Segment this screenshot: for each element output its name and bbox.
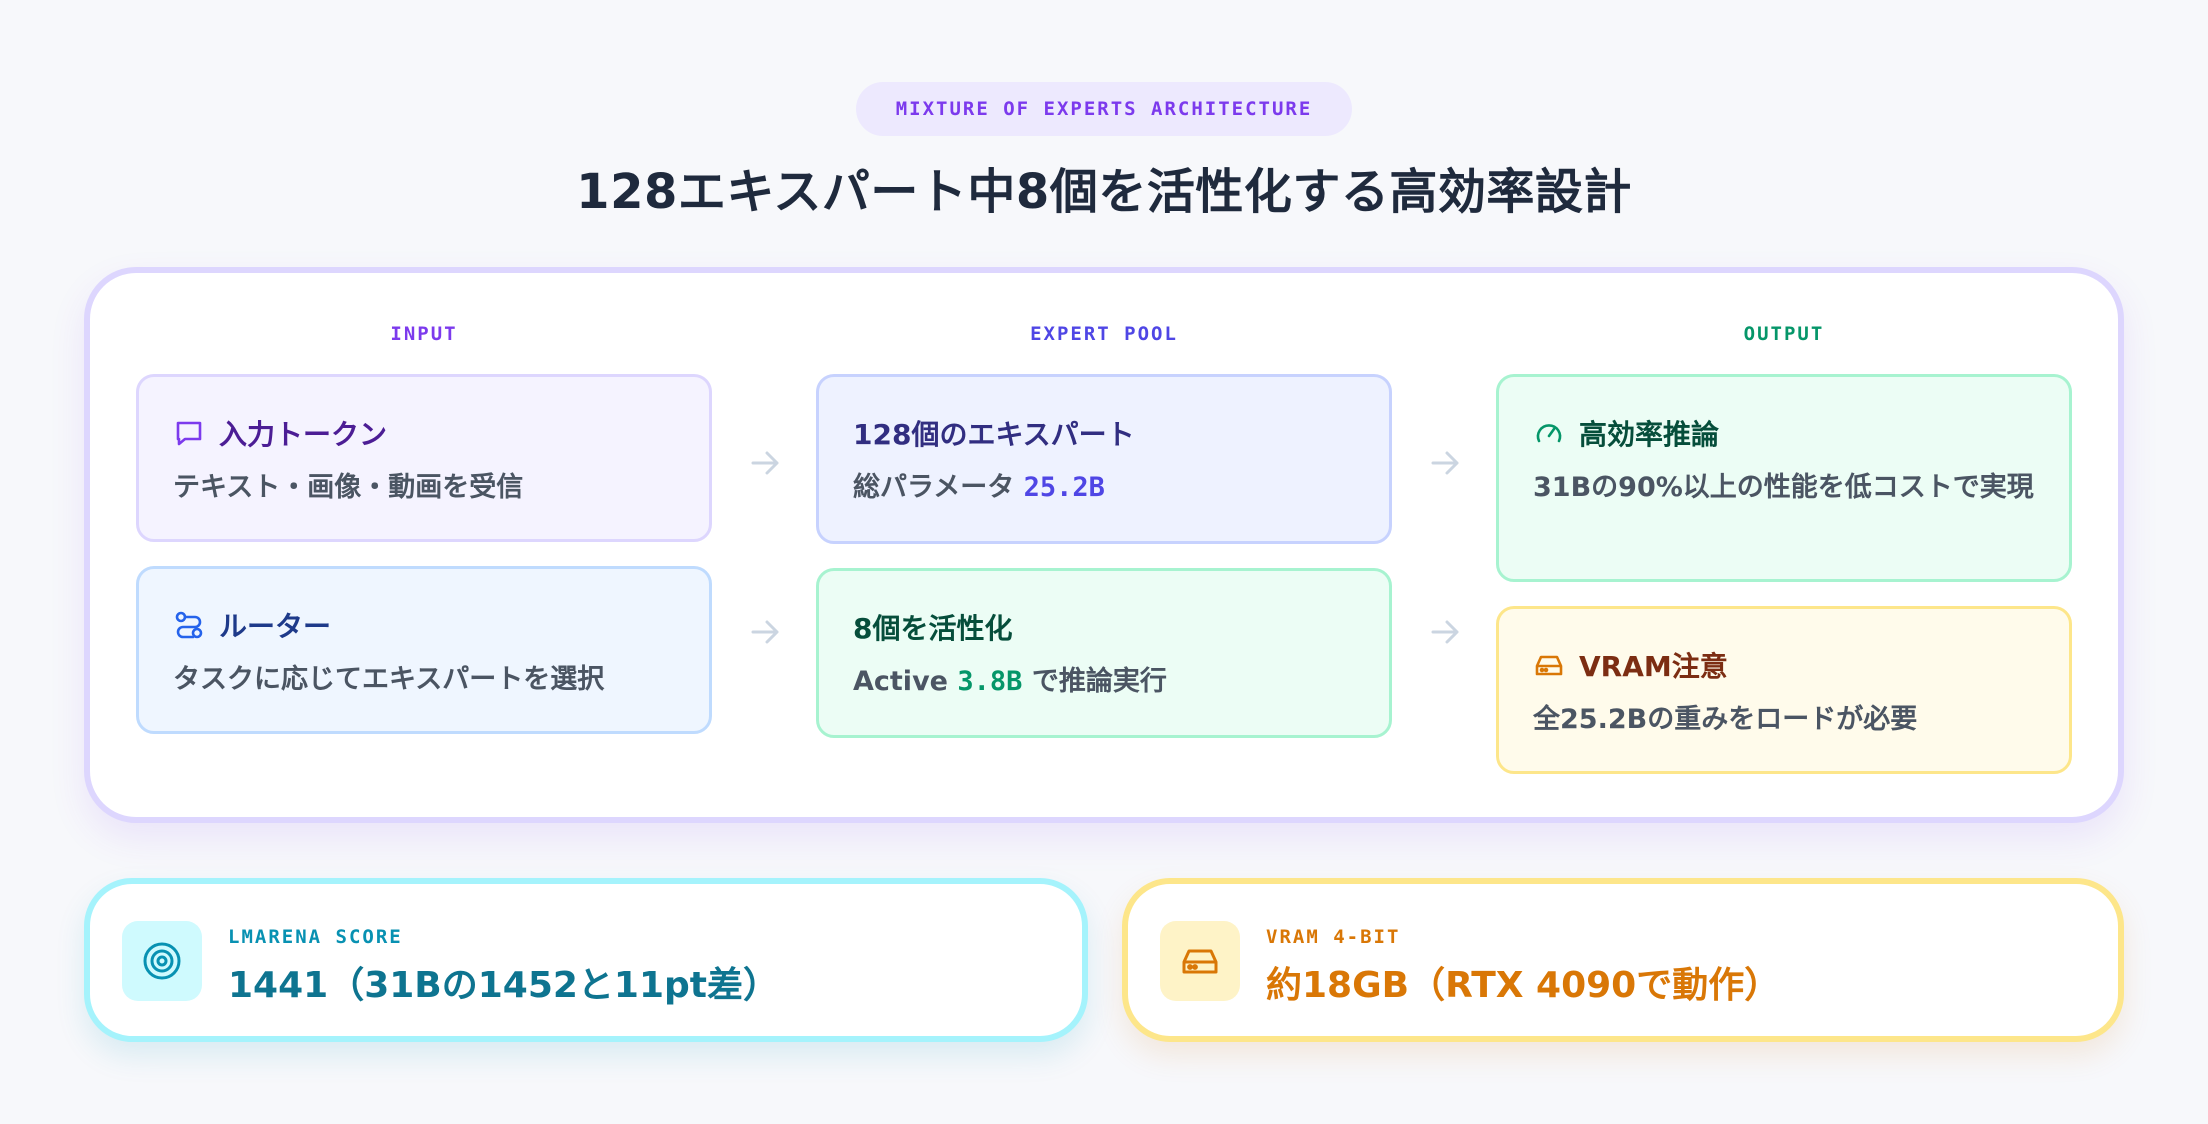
stat-label: VRAM 4-BIT xyxy=(1266,926,1401,948)
card-title: ルーター xyxy=(219,610,332,643)
stat-label: LMARENA SCORE xyxy=(228,926,403,948)
card-input-token: 入力トークン テキスト・画像・動画を受信 xyxy=(136,374,712,542)
active-label: Active xyxy=(853,666,948,697)
card-title: VRAM注意 xyxy=(1579,650,1728,683)
card-expert-count: 128個のエキスパート 総パラメータ 25.2B xyxy=(816,374,1392,544)
arrow-right-icon xyxy=(751,620,779,644)
gauge-icon xyxy=(1536,424,1562,443)
card-description: Active 3.8B で推論実行 xyxy=(853,661,1359,703)
card-description: 全25.2Bの重みをロードが必要 xyxy=(1533,704,1918,735)
card-title: 128個のエキスパート xyxy=(853,418,1135,451)
card-title: 入力トークン xyxy=(219,418,388,451)
total-params-value: 25.2B xyxy=(1023,472,1105,503)
arrow-right-icon xyxy=(751,451,779,475)
hard-drive-icon xyxy=(1535,655,1563,676)
column-heading-output: OUTPUT xyxy=(1743,323,1825,345)
stat-value: 1441（31Bの1452と11pt差） xyxy=(228,965,780,1006)
architecture-badge: MIXTURE OF EXPERTS ARCHITECTURE xyxy=(856,82,1352,136)
stat-icon-box xyxy=(122,921,202,1001)
card-description: 31Bの90%以上の性能を低コストで実現 xyxy=(1533,472,2034,503)
card-vram-warning: VRAM注意 全25.2Bの重みをロードが必要 xyxy=(1496,606,2072,774)
stat-icon-box xyxy=(1160,921,1240,1001)
arrow-right-icon xyxy=(1431,451,1459,475)
stat-card-lmarena: LMARENA SCORE 1441（31Bの1452と11pt差） xyxy=(84,878,1088,1042)
card-router: ルーター タスクに応じてエキスパートを選択 xyxy=(136,566,712,734)
hard-drive-icon xyxy=(1182,949,1218,974)
target-icon xyxy=(143,942,181,980)
active-suffix: で推論実行 xyxy=(1031,666,1167,697)
card-description: 総パラメータ 25.2B xyxy=(853,467,1359,509)
active-params-value: 3.8B xyxy=(957,666,1023,697)
column-heading-input: INPUT xyxy=(390,323,458,345)
stat-value: 約18GB（RTX 4090で動作） xyxy=(1266,965,1781,1006)
column-heading-expert-pool: EXPERT POOL xyxy=(1030,323,1178,345)
page-title: 128エキスパート中8個を活性化する高効率設計 xyxy=(576,164,1632,220)
chat-bubble-icon xyxy=(176,421,202,446)
card-active-experts: 8個を活性化 Active 3.8B で推論実行 xyxy=(816,568,1392,738)
card-title: 8個を活性化 xyxy=(853,612,1013,645)
card-title: 高効率推論 xyxy=(1579,418,1720,451)
route-icon xyxy=(175,611,203,639)
card-description: テキスト・画像・動画を受信 xyxy=(173,472,524,503)
total-params-label: 総パラメータ xyxy=(853,472,1015,503)
stat-card-vram: VRAM 4-BIT 約18GB（RTX 4090で動作） xyxy=(1122,878,2124,1042)
arrow-right-icon xyxy=(1431,620,1459,644)
card-description: タスクに応じてエキスパートを選択 xyxy=(173,664,605,695)
card-efficient-inference: 高効率推論 31Bの90%以上の性能を低コストで実現 xyxy=(1496,374,2072,582)
